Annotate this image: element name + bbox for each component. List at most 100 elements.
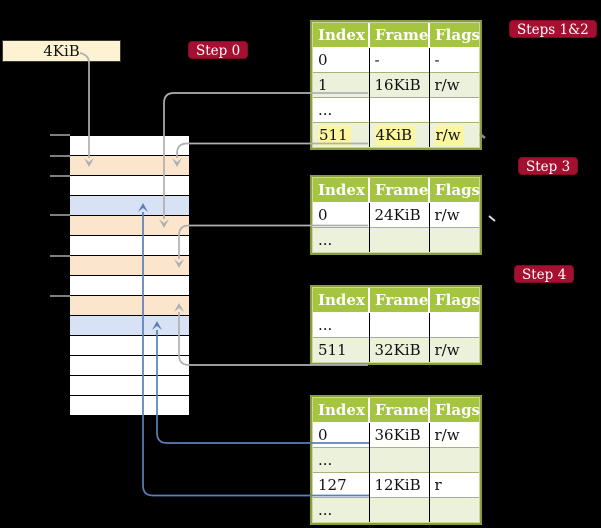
- memory-frame-row-3-white: [70, 176, 189, 195]
- column-header-frame: Frame: [369, 178, 430, 203]
- table-cell: [429, 97, 479, 123]
- badge-step-0: Step 0: [188, 41, 249, 59]
- badge-steps-1-2: Steps 1&2: [509, 20, 597, 38]
- highlighted-value: 4KiB: [374, 125, 416, 145]
- address-tick: [50, 214, 70, 216]
- table-cell: r/w: [434, 426, 460, 444]
- memory-frame-row-7-peach: [70, 256, 189, 275]
- column-header-index: Index: [313, 23, 370, 48]
- table-row: 0--: [313, 47, 479, 73]
- table-row: ...: [313, 97, 479, 123]
- memory-frame-row-14-white: [70, 396, 189, 415]
- address-tick: [50, 155, 70, 157]
- table-cell: 0: [313, 47, 370, 73]
- table-cell: [369, 97, 430, 123]
- column-header-flags: Flags: [429, 288, 480, 313]
- table-cell: 1: [313, 72, 370, 98]
- column-header-index: Index: [313, 398, 370, 423]
- address-tick: [50, 134, 70, 136]
- table-cell: r/w: [429, 122, 479, 147]
- table-cell: ...: [313, 447, 370, 473]
- address-ticks: [50, 0, 70, 528]
- table-cell: ...: [313, 497, 370, 522]
- table-cell: ...: [313, 312, 370, 338]
- memory-frame-row-9-peach: [70, 296, 189, 315]
- memory-column: [70, 136, 189, 416]
- memory-frame-row-2-peach: [70, 156, 189, 175]
- column-header-index: Index: [313, 178, 370, 203]
- table-cell: [369, 312, 430, 338]
- table-row: ...: [313, 227, 479, 252]
- memory-frame-row-8-white: [70, 276, 189, 295]
- cr3-frame-label: 4KiB: [43, 42, 80, 60]
- table-cell: [369, 227, 430, 252]
- badge-step-4: Step 4: [514, 265, 575, 283]
- table-cell: [429, 447, 479, 473]
- table-row: ...: [313, 497, 479, 522]
- table-cell: ...: [313, 227, 370, 252]
- column-header-frame: Frame: [369, 288, 430, 313]
- memory-frame-row-13-white: [70, 376, 189, 395]
- column-header-flags: Flags: [429, 398, 480, 423]
- table-cell: r: [429, 472, 479, 498]
- table-cell: 24KiB: [369, 202, 430, 228]
- cr3-frame-box: 4KiB: [2, 40, 121, 62]
- table-cell: 511: [313, 337, 370, 362]
- memory-frame-row-5-peach: [70, 216, 189, 235]
- memory-frame-row-12-white: [70, 356, 189, 375]
- table-cell: -: [434, 51, 440, 69]
- table-cell: -: [369, 47, 430, 73]
- highlighted-value: r/w: [434, 125, 464, 145]
- table-cell: [369, 447, 430, 473]
- column-header-frame: Frame: [369, 23, 430, 48]
- table-cell: 127: [313, 472, 370, 498]
- table-cell: 4KiB: [369, 122, 430, 147]
- table-row: ...: [313, 447, 479, 473]
- table-cell: [369, 497, 430, 522]
- column-header-flags: Flags: [429, 23, 480, 48]
- table-cell: [429, 497, 479, 522]
- memory-frame-row-11-white: [70, 336, 189, 355]
- table-row: 511 4KiB r/w: [313, 122, 479, 147]
- badge-step-3: Step 3: [518, 157, 579, 175]
- highlighted-value: 511: [318, 125, 351, 145]
- table-cell: [429, 313, 479, 338]
- memory-frame-row-1-white: [70, 136, 189, 155]
- memory-frame-row-4-blue: [70, 196, 189, 215]
- address-tick: [50, 295, 70, 297]
- column-header-index: Index: [313, 288, 370, 313]
- memory-frame-row-6-white: [70, 236, 189, 255]
- table-cell: [429, 227, 479, 252]
- address-tick: [50, 175, 70, 177]
- table-cell: 12KiB: [369, 472, 430, 498]
- table-cell: 0: [313, 202, 370, 228]
- memory-frame-row-10-blue: [70, 316, 189, 335]
- column-header-frame: Frame: [369, 398, 430, 423]
- table-cell: r/w: [429, 337, 479, 362]
- table-cell: 36KiB: [369, 422, 430, 448]
- table-cell: ...: [313, 97, 370, 123]
- address-tick: [50, 255, 70, 257]
- table-cell: 0: [313, 422, 370, 448]
- table-cell: 511: [313, 122, 370, 147]
- table-cell: r/w: [429, 72, 479, 98]
- table-cell: 16KiB: [369, 72, 430, 98]
